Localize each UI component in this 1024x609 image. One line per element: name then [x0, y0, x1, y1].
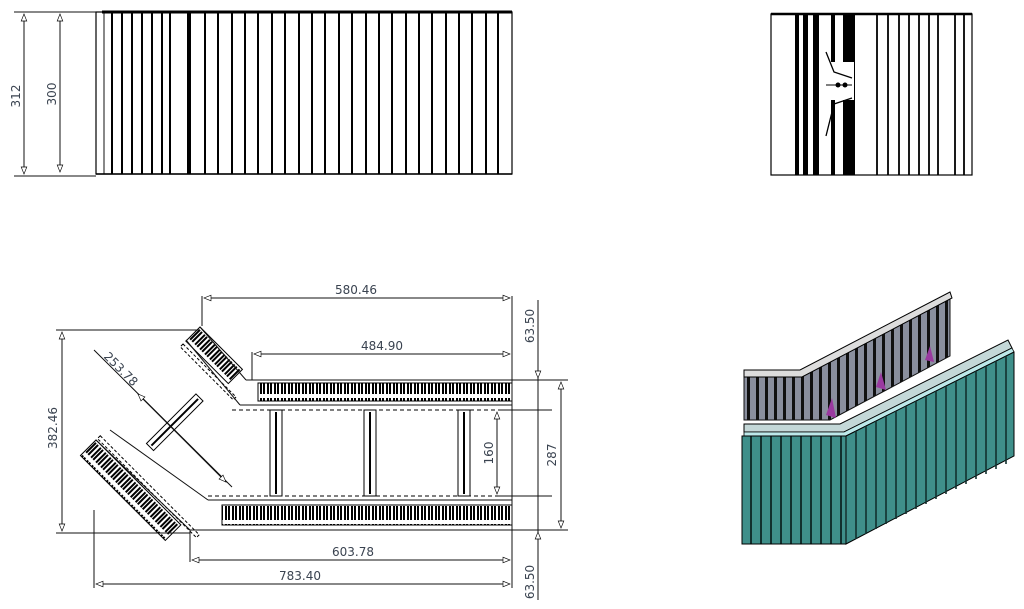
- dim-63-50-top: 63.50: [523, 309, 537, 343]
- dim-382-46: 382.46: [46, 407, 60, 449]
- front-ribs: [96, 10, 512, 175]
- dim-300: 300: [45, 83, 59, 106]
- dim-312: 312: [9, 85, 23, 108]
- ties: [145, 393, 471, 497]
- dim-484-90: 484.90: [361, 339, 403, 353]
- dim-160: 160: [482, 442, 496, 465]
- dim-63-50-bottom: 63.50: [523, 565, 537, 599]
- isometric-3d-view: [741, 291, 1015, 545]
- front-elevation: 312 300: [9, 10, 513, 177]
- dim-603-78: 603.78: [332, 545, 374, 559]
- dim-783-40: 783.40: [279, 569, 321, 583]
- side-elevation: [770, 12, 973, 176]
- dim-287: 287: [545, 444, 559, 467]
- dim-580-46: 580.46: [335, 283, 377, 297]
- plan-view: 580.46 484.90 603.78 783.40 382.46 253.7…: [46, 283, 568, 600]
- dim-253-78: 253.78: [101, 349, 141, 389]
